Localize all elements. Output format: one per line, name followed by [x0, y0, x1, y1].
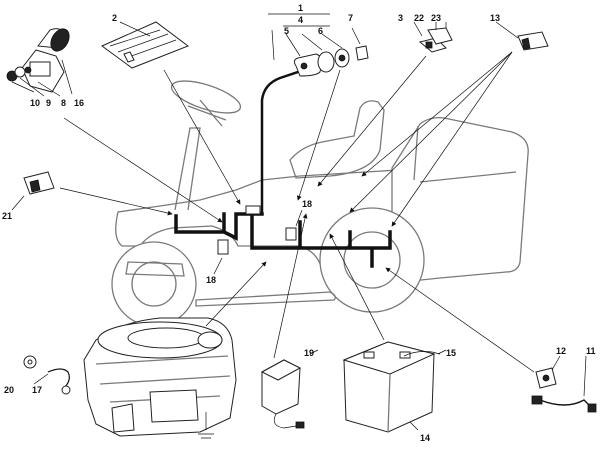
part-labels: 1 4 2 5 6 7 3 22 23 13 10 9 8 16 21 18 1… — [2, 3, 596, 443]
harness-plug — [217, 239, 229, 255]
label-part-23: 23 — [431, 13, 441, 23]
label-part-4: 4 — [298, 15, 303, 25]
part-11-cable — [531, 395, 597, 413]
part-21-switch — [23, 171, 55, 195]
label-part-19: 19 — [304, 348, 314, 358]
harness-connector — [245, 205, 261, 215]
part-13-switch — [517, 31, 549, 51]
engine — [83, 317, 237, 439]
battery-charger — [260, 359, 305, 429]
label-part-14: 14 — [420, 433, 430, 443]
installation-arrows — [59, 51, 535, 373]
socket-assembly — [293, 45, 369, 77]
label-part-3: 3 — [398, 13, 403, 23]
label-part-16: 16 — [74, 98, 84, 108]
label-part-18-left: 18 — [206, 275, 216, 285]
label-part-2: 2 — [112, 13, 117, 23]
label-part-10: 10 — [30, 98, 40, 108]
label-part-18-center: 18 — [302, 199, 312, 209]
tractor-outline — [111, 80, 529, 327]
wiring-harness — [174, 70, 392, 268]
label-part-20: 20 — [4, 385, 14, 395]
label-part-12: 12 — [556, 346, 566, 356]
label-part-7: 7 — [348, 13, 353, 23]
label-part-22: 22 — [414, 13, 424, 23]
ignition-switch — [6, 28, 73, 97]
label-part-17: 17 — [32, 385, 42, 395]
label-part-9: 9 — [46, 98, 51, 108]
label-part-21: 21 — [2, 211, 12, 221]
leader-lines — [11, 13, 587, 431]
label-part-11: 11 — [586, 346, 596, 356]
part-20-washer — [23, 355, 37, 369]
label-part-13: 13 — [490, 13, 500, 23]
relay-block — [418, 27, 453, 53]
battery — [342, 341, 441, 433]
label-part-8: 8 — [61, 98, 66, 108]
harness-plug-2 — [285, 227, 297, 241]
part-12-sensor — [535, 367, 557, 389]
label-part-6: 6 — [318, 26, 323, 36]
part-17-wire — [47, 368, 71, 395]
part-2-panel — [101, 21, 190, 69]
label-part-1: 1 — [298, 3, 303, 13]
label-part-15: 15 — [446, 348, 456, 358]
label-part-5: 5 — [284, 26, 289, 36]
